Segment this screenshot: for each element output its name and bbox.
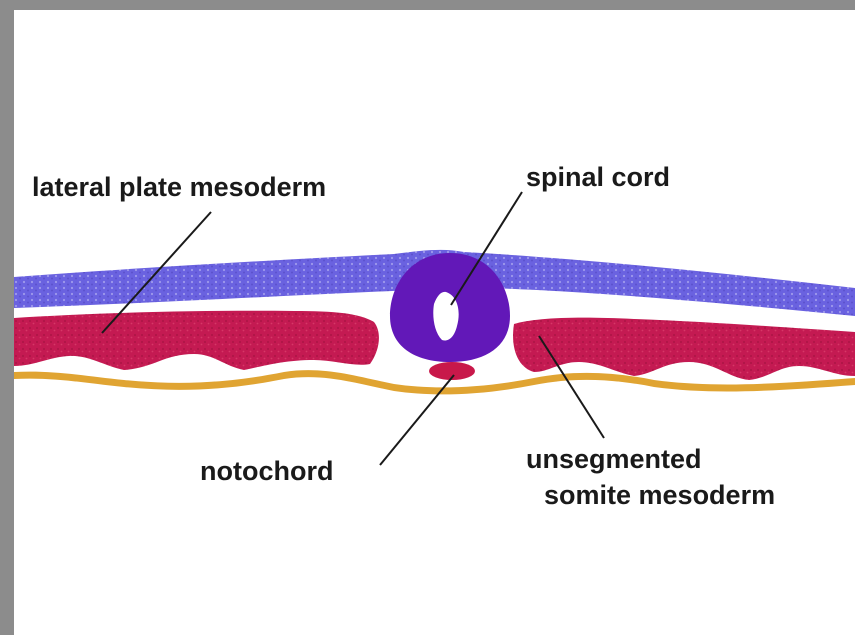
label-spinal-cord: spinal cord xyxy=(526,162,670,192)
diagram-canvas: lateral plate mesoderm spinal cord notoc… xyxy=(14,10,855,635)
embryo-cross-section xyxy=(14,10,855,635)
label-lateral-plate-mesoderm: lateral plate mesoderm xyxy=(32,172,326,202)
lateral-plate-mesoderm-texture xyxy=(14,311,379,370)
frame-border-left xyxy=(0,0,14,635)
label-notochord: notochord xyxy=(200,456,333,486)
frame-border-top xyxy=(0,0,855,10)
somite-mesoderm-texture xyxy=(513,318,855,380)
label-somite-mesoderm-line2: somite mesoderm xyxy=(544,480,775,510)
label-unsegmented-line1: unsegmented xyxy=(526,444,702,474)
